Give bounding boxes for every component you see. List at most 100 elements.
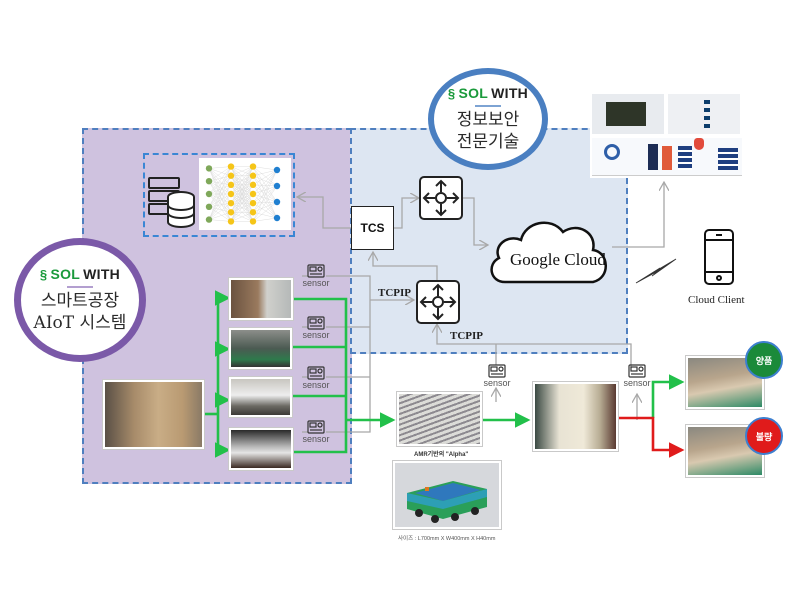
nn-edge [252,166,278,219]
nn-edge [252,185,278,213]
nn-edge [252,175,278,203]
process-photo-3 [229,377,292,417]
nn-node [227,199,235,207]
nn-edge [208,202,232,220]
divider [67,286,93,289]
nn-edge [252,166,278,171]
nn-edge [252,169,278,204]
nn-edge [252,169,278,213]
nn-edge [230,166,254,213]
nn-node [249,209,257,216]
smartphone-icon[interactable] [703,228,735,286]
neural-network-diagram [199,158,291,230]
nn-node [227,172,235,179]
nn-edge [252,185,278,204]
tcs-to-ai-line [297,197,351,229]
nn-edge [252,184,278,219]
nn-node [205,190,213,198]
nn-edge [208,181,232,186]
pass-status-badge: 양품 [745,341,783,379]
ai-model-box [143,153,295,237]
warehouse-boxes-photo [103,380,204,449]
nn-edge [208,193,232,204]
nn-edge [230,193,254,222]
badge-title-line1: 정보보안 [456,110,520,131]
nn-edge [208,168,232,186]
badge-title-line1: 스마트공장 [40,291,120,312]
router-top [419,176,463,220]
sensor-6: sensor [623,364,651,394]
tcs-to-router-top-line [394,198,419,229]
nn-node [249,199,257,207]
nn-node [273,198,281,206]
nn-node [227,218,235,225]
nn-edge [208,175,232,220]
wireless-link-icon [635,258,677,284]
nn-edge [230,166,254,176]
nn-node [249,190,257,198]
nn-edge [208,184,232,195]
cloud-to-dashboard-line [612,182,664,248]
nn-edge [208,193,232,222]
process-photo-2 [229,328,292,369]
nn-node [273,214,281,222]
gray-connectors [297,182,664,433]
nn-edge [252,201,278,222]
nn-edge [252,175,278,187]
sensor-icon [628,364,646,378]
badge-title-line2: AIoT 시스템 [33,312,127,333]
nn-edge [230,166,254,222]
nn-edge [252,185,278,195]
nn-edge [208,184,232,220]
nn-edge [208,175,232,195]
nn-edge [208,166,232,182]
google-cloud-icon [490,221,607,284]
nn-edge [208,206,232,213]
field-sensors-to-router-line [437,324,632,368]
nn-node [273,182,281,190]
nn-edge [208,181,232,222]
nn-edge [208,184,232,207]
sensor-1: sensor [302,264,330,294]
nn-edge [230,202,254,222]
router-arrows-icon [422,179,460,217]
nn-edge [208,181,232,195]
nn-edge [252,193,278,203]
nn-edge [208,175,232,182]
nn-node [205,216,213,223]
amr-caption: AMR기반의 "Alpha" [414,452,469,458]
nn-edge [230,166,254,204]
slitting-machine-photo [533,382,618,451]
router-top-to-cloud-line [462,197,488,245]
nn-edge [208,202,232,207]
sensor-2: sensor [302,316,330,346]
nn-node [227,181,235,189]
sensor-icon [307,316,325,330]
nn-edge [252,201,278,204]
amr-robot-icon [407,481,487,523]
nn-node [249,163,257,170]
nn-edge [208,168,232,213]
nn-edge [252,169,278,195]
nn-node [249,172,257,179]
nn-edge [252,184,278,187]
sensor-icon [307,264,325,278]
nn-edge [208,193,232,220]
sensor-icon [307,420,325,434]
nn-node [205,203,213,210]
nn-edge [230,212,254,222]
nn-edge [208,168,232,195]
process-photo-4 [229,428,293,470]
nn-node [227,190,235,198]
amr-robot-image [393,461,501,529]
nn-node [249,218,257,225]
nn-edge [230,175,254,222]
amr-size-caption: 사이즈 : L700mm X W400mm X H40mm [398,536,496,542]
tcpip-label: TCPIP [450,330,483,342]
solwith-mark-icon: § [447,85,456,101]
solwith-mark-icon: § [39,266,48,282]
